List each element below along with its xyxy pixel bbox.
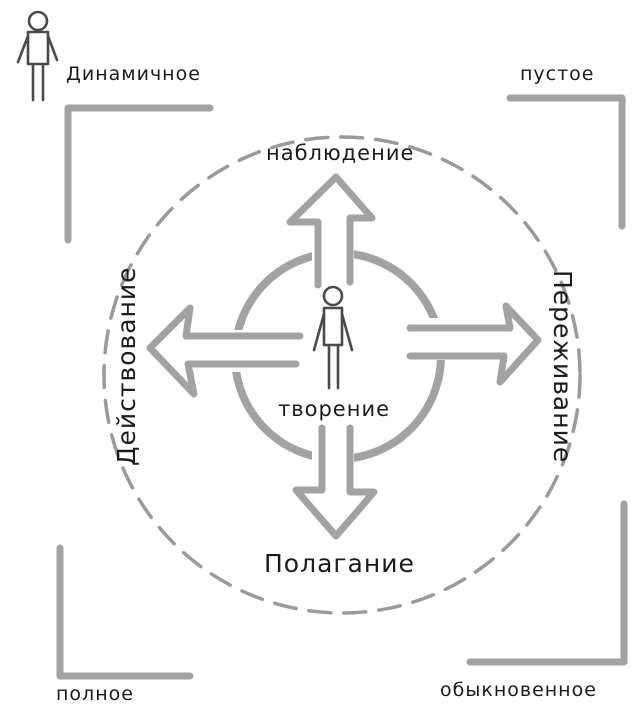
bracket-bottom-right xyxy=(470,504,624,662)
label-left: Действование xyxy=(112,266,141,466)
label-bottom-left: полное xyxy=(56,683,134,705)
label-bottom: Полагание xyxy=(264,549,415,578)
label-bottom-right: обыкновенное xyxy=(440,679,597,701)
label-top-right: пустое xyxy=(520,63,595,85)
bracket-bottom-left xyxy=(60,548,190,676)
label-top: наблюдение xyxy=(266,141,414,165)
bracket-top-left xyxy=(68,108,210,240)
stick-figure-top-left-icon xyxy=(18,12,57,100)
label-center: творение xyxy=(278,397,390,421)
label-right: Переживание xyxy=(548,270,577,463)
label-top-left: Динамичное xyxy=(66,63,201,85)
bracket-top-right xyxy=(510,98,622,226)
